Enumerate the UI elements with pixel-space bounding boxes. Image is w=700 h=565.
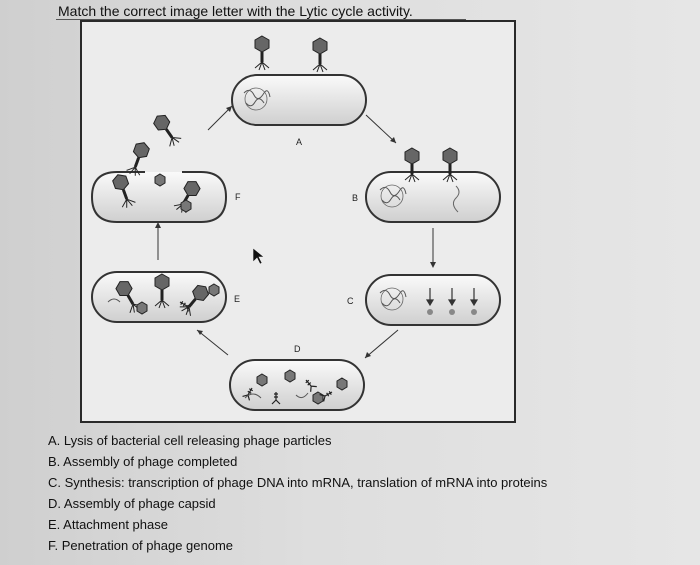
arrow-c-to-d xyxy=(364,329,399,359)
cell-c xyxy=(365,274,501,326)
answer-option: B. Assembly of phage completed xyxy=(48,454,238,469)
answer-option: A. Lysis of bacterial cell releasing pha… xyxy=(48,433,332,448)
stage-label-b: B xyxy=(352,193,358,203)
answer-options-list: A. Lysis of bacterial cell releasing pha… xyxy=(48,430,547,556)
mouse-cursor-icon xyxy=(252,247,265,265)
title-underline xyxy=(56,19,466,20)
stage-label-c: C xyxy=(347,296,354,306)
cell-e xyxy=(91,271,227,323)
lytic-cycle-diagram: A B C D E F xyxy=(90,35,501,411)
stage-label-d: D xyxy=(294,344,301,354)
stage-label-e: E xyxy=(234,294,240,304)
question-title: Match the correct image letter with the … xyxy=(58,3,413,19)
cycle-arrows xyxy=(157,105,434,359)
cell-d xyxy=(229,359,365,411)
arrow-d-to-e xyxy=(196,329,229,356)
stage-label-a: A xyxy=(296,137,302,147)
answer-option: D. Assembly of phage capsid xyxy=(48,496,216,511)
answer-option: C. Synthesis: transcription of phage DNA… xyxy=(48,475,548,490)
cell-b xyxy=(365,147,501,223)
stage-label-f: F xyxy=(235,192,241,202)
cell-a xyxy=(231,35,367,126)
cell-f xyxy=(90,111,228,223)
arrow-a-to-b xyxy=(365,114,397,144)
answer-option: E. Attachment phase xyxy=(48,517,168,532)
answer-option: F. Penetration of phage genome xyxy=(48,538,234,553)
